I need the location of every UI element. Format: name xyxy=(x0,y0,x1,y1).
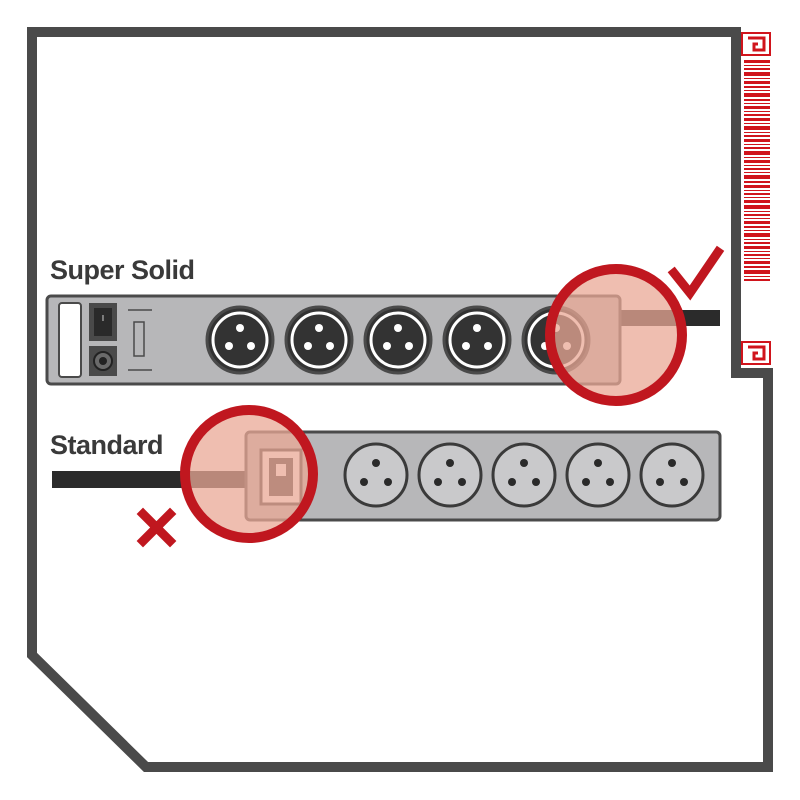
check-mark-icon xyxy=(667,245,725,301)
super-solid-socket xyxy=(205,305,275,375)
standard-socket xyxy=(417,442,483,508)
super-solid-markings xyxy=(128,309,152,371)
super-solid-highlight-circle xyxy=(545,264,687,406)
frame-outline xyxy=(27,27,773,772)
standard-socket xyxy=(343,442,409,508)
standard-socket xyxy=(565,442,631,508)
super-solid-end-cap xyxy=(58,302,82,378)
standard-socket xyxy=(639,442,705,508)
cross-mark-icon xyxy=(136,507,177,548)
super-solid-socket xyxy=(363,305,433,375)
super-solid-label: Super Solid xyxy=(50,255,195,285)
svg-text:I: I xyxy=(102,314,104,323)
super-solid-socket xyxy=(284,305,354,375)
super-solid-socket xyxy=(442,305,512,375)
barcode-pattern xyxy=(741,32,771,365)
standard-label: Standard xyxy=(50,430,164,460)
super-solid-power-strip: I xyxy=(45,294,720,386)
standard-socket xyxy=(491,442,557,508)
standard-highlight-circle xyxy=(180,405,318,543)
